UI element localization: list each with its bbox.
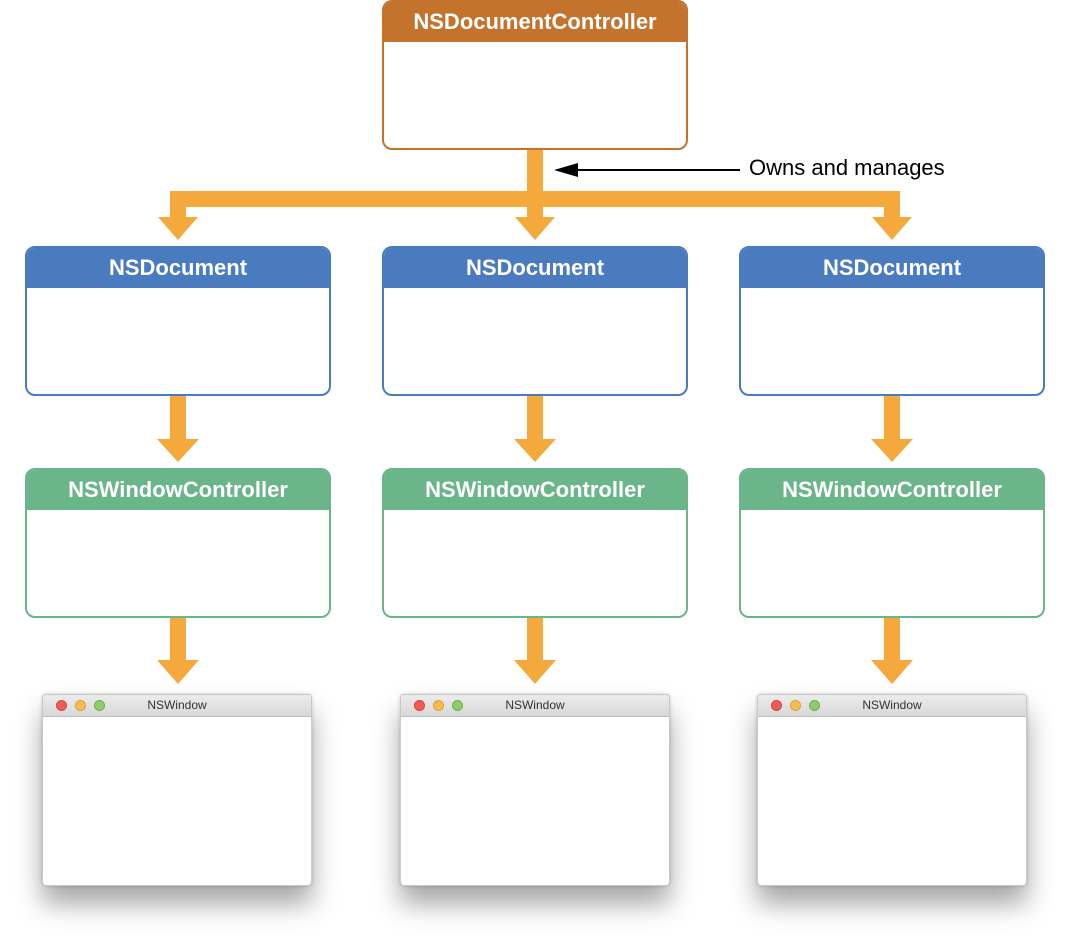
close-button-icon [771, 700, 782, 711]
close-button-icon [414, 700, 425, 711]
arrow-to-window-controller-3 [871, 439, 913, 462]
window-controller-title: NSWindowController [27, 470, 329, 510]
annotation-arrowhead [554, 163, 578, 177]
window-title: NSWindow [862, 698, 922, 712]
document-controller-box: NSDocumentController [382, 0, 688, 150]
arrow-to-window-controller-2 [514, 439, 556, 462]
window-title: NSWindow [505, 698, 565, 712]
window-controller-box-3: NSWindowController [739, 468, 1045, 618]
arrow-to-window-1 [157, 660, 199, 684]
zoom-button-icon [809, 700, 820, 711]
window-title: NSWindow [147, 698, 207, 712]
minimize-button-icon [75, 700, 86, 711]
window-titlebar: NSWindow [758, 695, 1026, 717]
window-controller-title: NSWindowController [384, 470, 686, 510]
zoom-button-icon [94, 700, 105, 711]
close-button-icon [56, 700, 67, 711]
ns-window-2: NSWindow [400, 694, 670, 886]
document-box-2: NSDocument [382, 246, 688, 396]
window-controller-box-2: NSWindowController [382, 468, 688, 618]
ns-window-3: NSWindow [757, 694, 1027, 886]
arrow-to-window-3 [871, 660, 913, 684]
minimize-button-icon [790, 700, 801, 711]
arrow-to-document-1 [158, 217, 198, 240]
owns-and-manages-label: Owns and manages [749, 155, 945, 180]
arrow-to-document-2 [515, 217, 555, 240]
arrow-to-window-controller-1 [157, 439, 199, 462]
document-title: NSDocument [27, 248, 329, 288]
minimize-button-icon [433, 700, 444, 711]
document-controller-title: NSDocumentController [384, 2, 686, 42]
document-box-3: NSDocument [739, 246, 1045, 396]
document-title: NSDocument [384, 248, 686, 288]
window-titlebar: NSWindow [43, 695, 311, 717]
window-titlebar: NSWindow [401, 695, 669, 717]
document-box-1: NSDocument [25, 246, 331, 396]
arrow-to-document-3 [872, 217, 912, 240]
document-title: NSDocument [741, 248, 1043, 288]
arrow-to-window-2 [514, 660, 556, 684]
window-controller-title: NSWindowController [741, 470, 1043, 510]
zoom-button-icon [452, 700, 463, 711]
window-controller-box-1: NSWindowController [25, 468, 331, 618]
ns-window-1: NSWindow [42, 694, 312, 886]
